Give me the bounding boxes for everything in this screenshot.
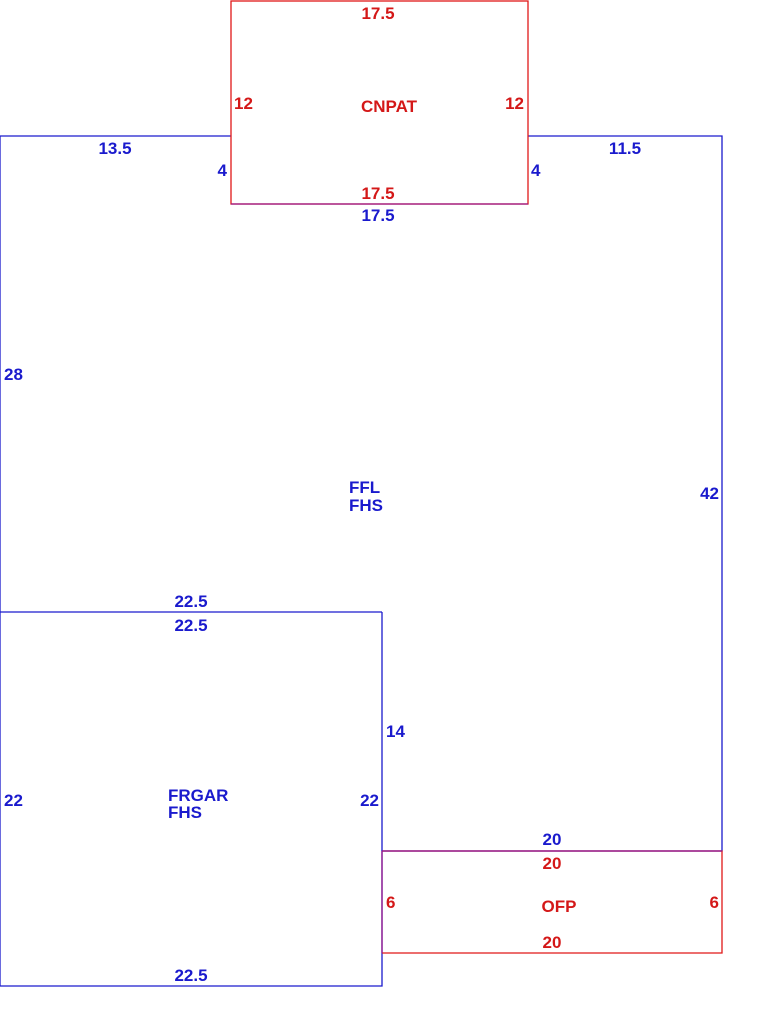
main-right-dim: 42	[700, 484, 719, 503]
ofp-name: OFP	[542, 897, 577, 916]
main-porch-top-dim: 20	[543, 830, 562, 849]
cnpat-left-dim: 12	[234, 94, 253, 113]
main-garage-top-dim: 22.5	[174, 592, 207, 611]
cnpat-top-dim: 17.5	[361, 4, 394, 23]
cnpat-right-dim: 12	[505, 94, 524, 113]
main-name-line1: FFL	[349, 478, 380, 497]
main-notch-bottom-dim: 17.5	[361, 206, 394, 225]
main-top-left-dim: 13.5	[98, 139, 131, 158]
main-notch-left-dim: 4	[218, 161, 228, 180]
cnpat-bottom-dim: 17.5	[361, 184, 394, 203]
ofp-bottom-dim: 20	[543, 933, 562, 952]
ofp-top-dim: 20	[543, 854, 562, 873]
main-top-right-dim: 11.5	[609, 139, 641, 158]
garage-name-line1: FRGAR	[168, 786, 228, 805]
main-left-dim: 28	[4, 365, 23, 384]
main-area-outline	[0, 135, 723, 987]
garage-top-dim: 22.5	[174, 616, 207, 635]
cnpat-name: CNPAT	[361, 97, 418, 116]
main-notch-right-dim: 4	[531, 161, 541, 180]
main-step-dim: 14	[386, 722, 405, 741]
garage-bottom-dim: 22.5	[174, 966, 207, 985]
ofp-right-dim: 6	[710, 893, 719, 912]
main-name-line2: FHS	[349, 496, 383, 515]
garage-left-dim: 22	[4, 791, 23, 810]
ofp-left-dim: 6	[386, 893, 395, 912]
garage-name-line2: FHS	[168, 803, 202, 822]
garage-right-dim: 22	[360, 791, 379, 810]
